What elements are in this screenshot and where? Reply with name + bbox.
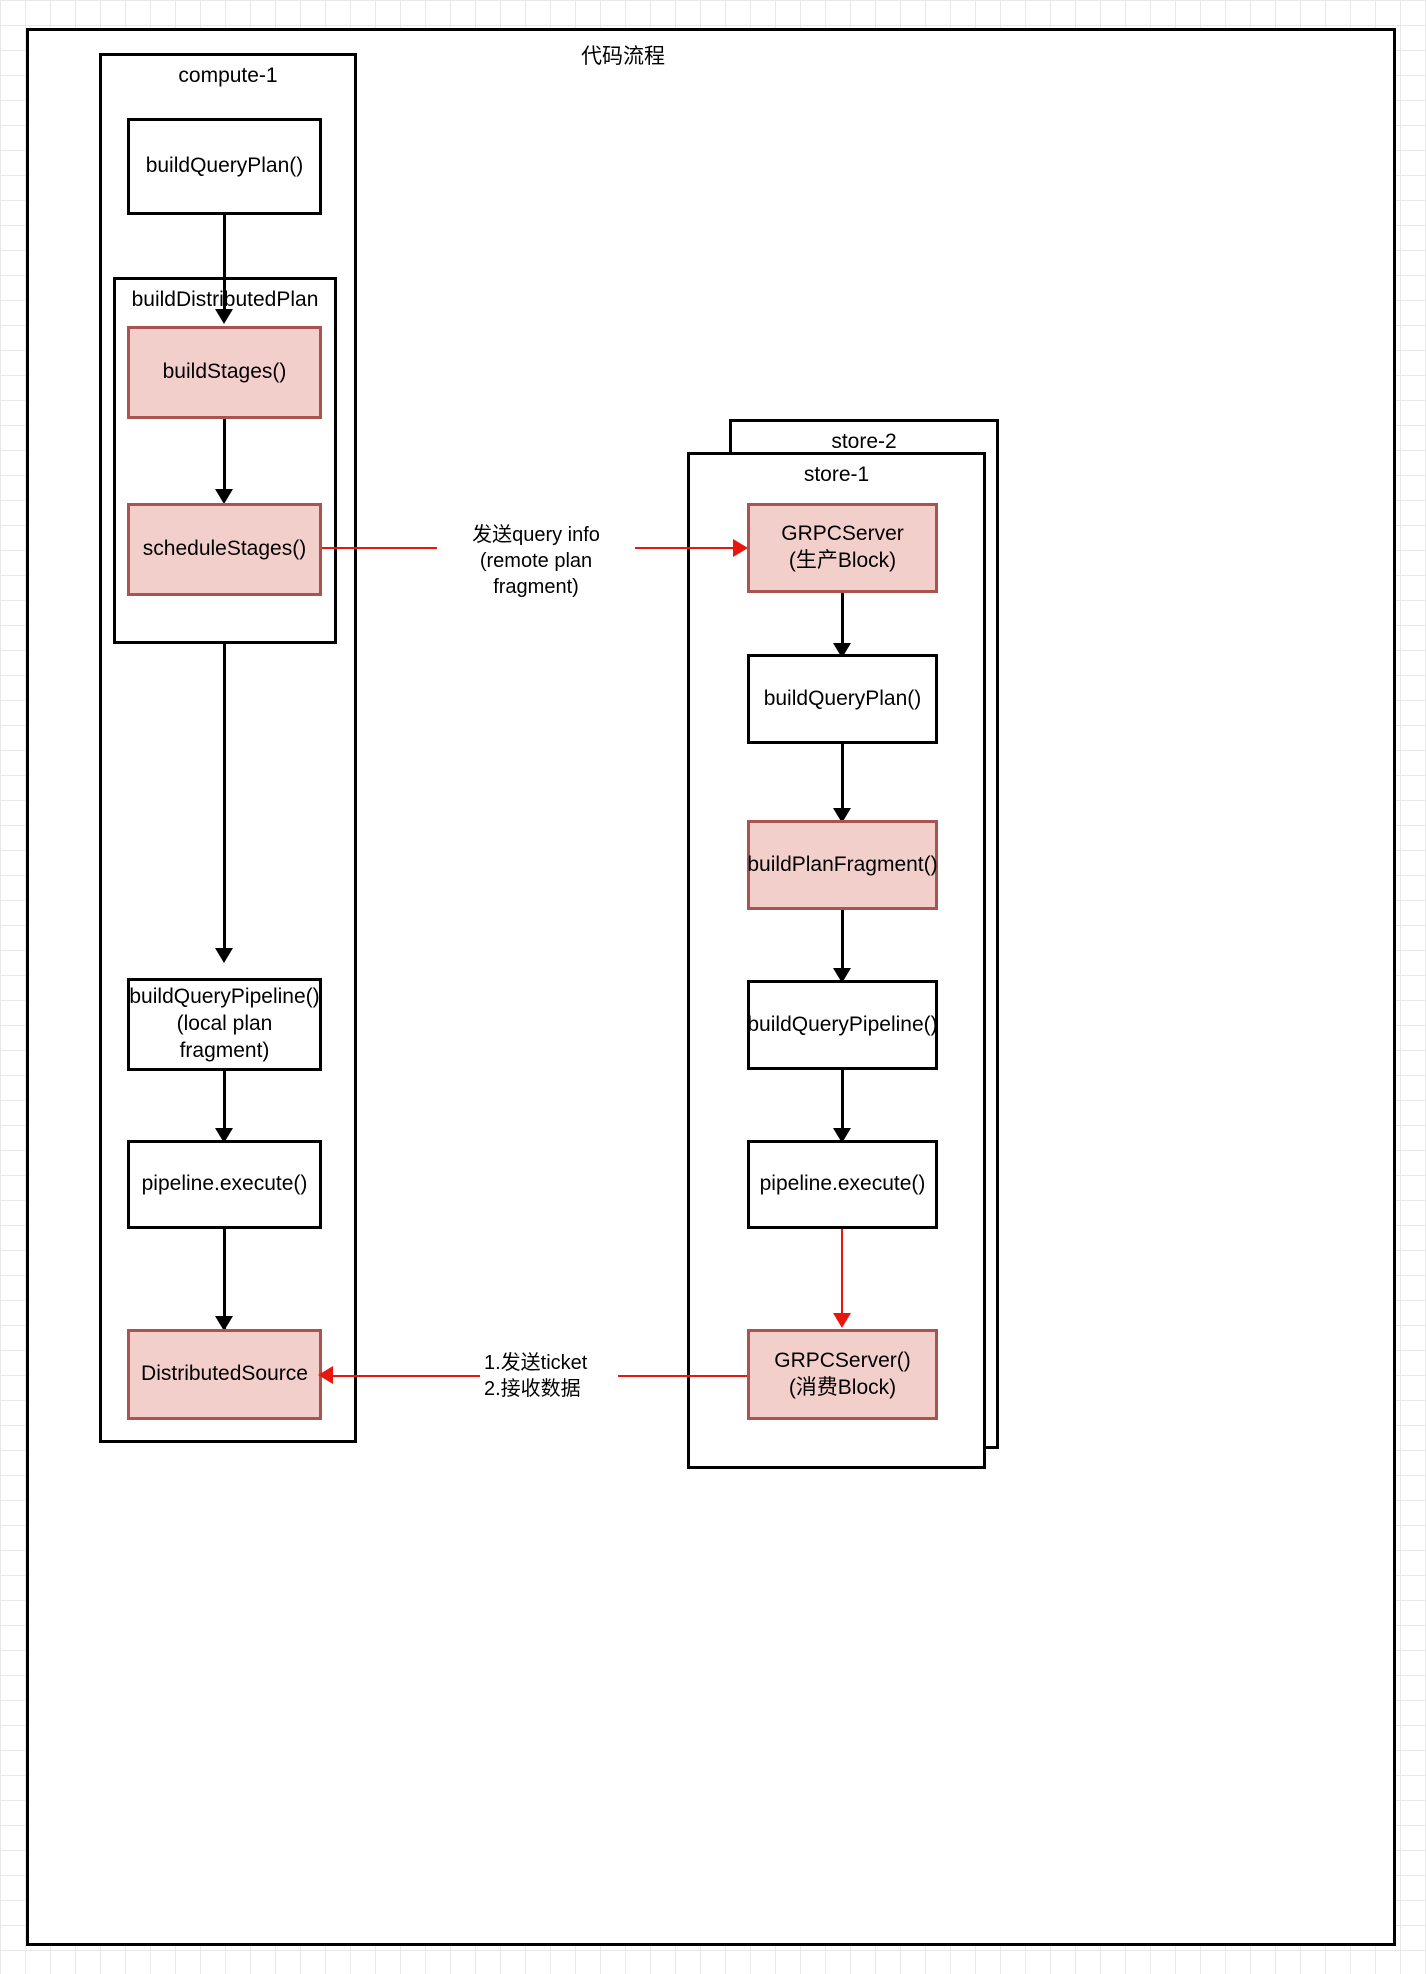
group-compute-1-label: compute-1 — [178, 64, 278, 87]
node-store-build-query-plan[interactable]: buildQueryPlan() — [747, 654, 938, 744]
arrowhead-compute-pipeline-execute — [215, 1128, 233, 1143]
node-compute-build-query-plan[interactable]: buildQueryPlan() — [127, 118, 322, 215]
page-title: 代码流程 — [581, 45, 665, 68]
arrowhead-build-plan-fragment — [833, 808, 851, 823]
connector-execute-to-distributedsource — [223, 1229, 226, 1329]
node-grpc-server-produce[interactable]: GRPCServer (生产Block) — [747, 503, 938, 593]
node-store-build-query-pipeline-label: buildQueryPipeline() — [747, 1012, 938, 1036]
node-store-pipeline-execute-label: pipeline.execute() — [759, 1172, 926, 1196]
connector-buildstages-to-schedulestages — [223, 419, 226, 501]
node-grpc-server-produce-label: GRPCServer (生产Block) — [781, 522, 904, 572]
connector-execute-to-grpc-consume — [841, 1229, 843, 1324]
connector-grpc-to-buildqueryplan — [841, 593, 844, 658]
node-schedule-stages-label: scheduleStages() — [142, 537, 307, 561]
node-compute-build-query-pipeline-label: buildQueryPipeline() (local plan fragmen… — [129, 985, 320, 1062]
connector-distributedplan-to-buildquerypipeline — [223, 644, 226, 954]
node-build-stages-label: buildStages() — [162, 360, 287, 384]
node-build-plan-fragment-label: buildPlanFragment() — [747, 852, 938, 876]
group-store-1[interactable]: store-1 — [687, 452, 986, 1469]
arrowhead-store-buildquerypipeline — [833, 968, 851, 983]
connector-store-pipeline-to-execute — [841, 1070, 844, 1140]
node-store-build-query-plan-label: buildQueryPlan() — [763, 686, 922, 710]
node-distributed-source-label: DistributedSource — [141, 1362, 308, 1386]
arrowhead-schedulestages — [215, 489, 233, 504]
group-compute-1[interactable]: compute-1 — [99, 53, 357, 1443]
arrowhead-store-pipeline-execute — [833, 1128, 851, 1143]
arrowhead-compute-buildquerypipeline — [215, 948, 233, 963]
node-schedule-stages[interactable]: scheduleStages() — [127, 503, 322, 596]
group-store-2-label: store-2 — [831, 430, 897, 453]
connector-compute-pipeline-to-execute — [223, 1071, 226, 1141]
edge-label-send-query-info: 发送query info (remote plan fragment) — [437, 522, 635, 600]
node-distributed-source[interactable]: DistributedSource — [127, 1329, 322, 1420]
connector-buildqueryplan-to-buildstages — [223, 215, 226, 315]
node-compute-build-query-plan-label: buildQueryPlan() — [145, 154, 304, 178]
edge-label-ticket-and-data: 1.发送ticket 2.接收数据 — [480, 1350, 618, 1402]
arrowhead-distributedsource — [215, 1316, 233, 1331]
arrowhead-buildstages — [215, 309, 233, 324]
node-store-build-query-pipeline[interactable]: buildQueryPipeline() — [747, 980, 938, 1070]
arrowhead-receive-data — [318, 1366, 333, 1384]
node-build-plan-fragment[interactable]: buildPlanFragment() — [747, 820, 938, 910]
node-compute-build-query-pipeline[interactable]: buildQueryPipeline() (local plan fragmen… — [127, 978, 322, 1071]
arrowhead-grpc-consume — [833, 1313, 851, 1328]
arrowhead-send-query-info — [733, 539, 748, 557]
connector-buildqueryplan-to-planfragment — [841, 744, 844, 820]
node-compute-pipeline-execute-label: pipeline.execute() — [141, 1172, 308, 1196]
node-compute-pipeline-execute[interactable]: pipeline.execute() — [127, 1140, 322, 1229]
node-grpc-server-consume[interactable]: GRPCServer() (消费Block) — [747, 1329, 938, 1420]
node-store-pipeline-execute[interactable]: pipeline.execute() — [747, 1140, 938, 1229]
group-store-1-label: store-1 — [803, 463, 870, 486]
node-grpc-server-consume-label: GRPCServer() (消费Block) — [774, 1348, 911, 1399]
connector-planfragment-to-querypipeline — [841, 910, 844, 980]
node-build-stages[interactable]: buildStages() — [127, 326, 322, 419]
